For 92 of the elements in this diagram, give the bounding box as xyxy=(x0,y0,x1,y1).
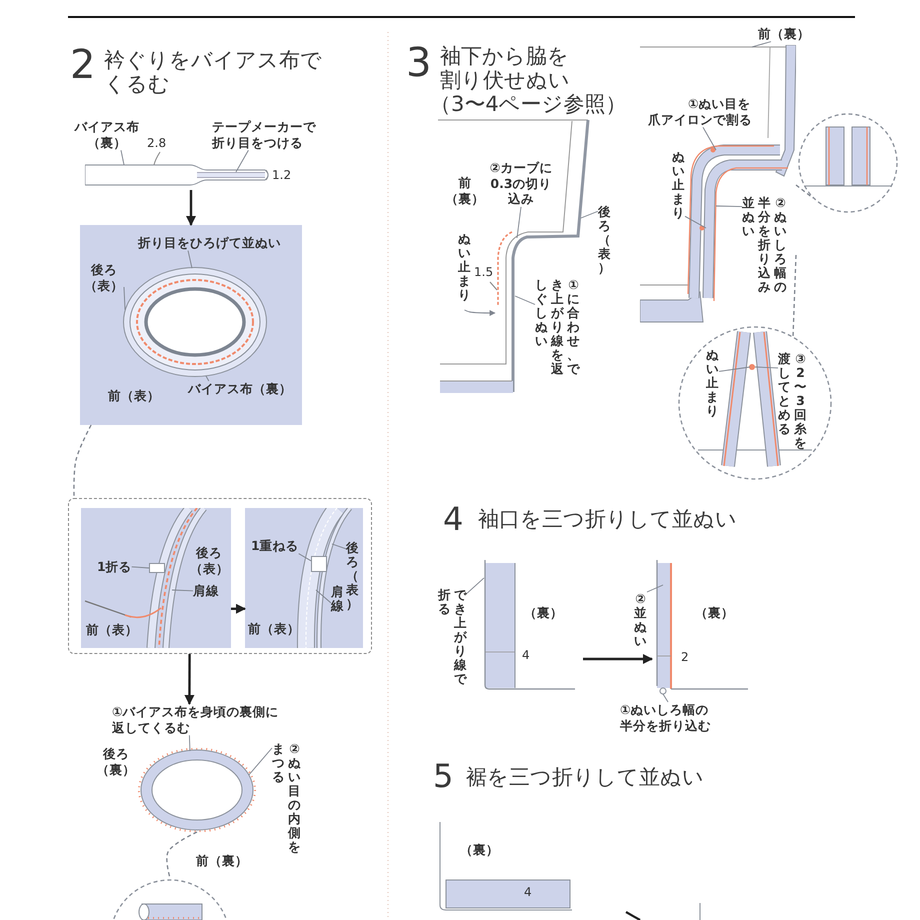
annotation-text: 1折る xyxy=(97,559,132,575)
part-label: 前（表） xyxy=(86,622,138,638)
annotation-text: 1重ねる xyxy=(251,538,299,554)
annotation-text: 後ろ（表） xyxy=(598,205,611,283)
connector xyxy=(206,375,210,382)
annotation-text: ①に合わせ、でき上がり線を返しぐしぬい xyxy=(535,278,580,384)
dimension-text: 4 xyxy=(524,885,532,900)
connector xyxy=(188,734,190,752)
leader-line xyxy=(316,590,332,604)
step-title: 袖口を三つ折りして並ぬい xyxy=(478,507,737,532)
annotation-text: 折り目をひろげて並ぬい xyxy=(138,235,281,251)
annotation-text: ①ぬい目を爪アイロンで割る xyxy=(648,96,758,128)
magnified-view-circle xyxy=(798,113,898,213)
magnifier-line xyxy=(73,424,92,498)
page-reference: （3〜4ページ参照） xyxy=(430,92,627,116)
connector xyxy=(131,566,150,568)
annotation-text: ぬい止まり xyxy=(458,232,471,310)
step-title: 衿ぐりをバイアス布でくるむ xyxy=(104,48,323,96)
annotation-text: バイアス布（裏） xyxy=(188,381,292,397)
part-label: （裏） xyxy=(695,605,734,621)
leader-line xyxy=(332,544,346,550)
leader-line xyxy=(718,366,750,372)
dimension-text: 2 xyxy=(681,650,689,665)
annotation-text: 前（裏） xyxy=(758,26,810,42)
magnifier-line xyxy=(796,184,814,199)
connector xyxy=(298,553,312,562)
step-number: 4 xyxy=(443,501,464,538)
leader-line xyxy=(716,206,742,208)
fabric-panel xyxy=(80,225,302,425)
connector xyxy=(248,748,272,776)
annotation-text: ③2〜3回糸を渡してとめる xyxy=(778,352,807,458)
step-title: 袖下から脇を割り伏せぬい xyxy=(440,44,571,92)
annotation-text: 肩線 xyxy=(331,585,344,621)
arrow xyxy=(186,190,196,226)
connector xyxy=(236,150,249,172)
annotation-text: ぬい止まり xyxy=(706,348,719,426)
bias-tape-ring-drawing xyxy=(123,267,267,377)
connector xyxy=(646,584,664,592)
arrow xyxy=(583,654,653,664)
folded-tab xyxy=(149,563,165,573)
fabric-panel xyxy=(81,508,231,648)
leader-line xyxy=(684,216,706,228)
annotation-text: ①ぬいしろ幅の半分を折り込む xyxy=(620,702,716,734)
annotation-text: 後ろ（表） xyxy=(84,262,124,294)
dimension-text: 1.2 xyxy=(272,168,292,183)
annotation-text: バイアス布（裏） xyxy=(72,119,142,150)
step-number: 2 xyxy=(70,42,96,88)
fabric-panel xyxy=(245,508,363,648)
annotation-text: ②ぬい目の内側をまつる xyxy=(272,742,301,862)
step-number: 3 xyxy=(406,40,432,86)
magnifier-line xyxy=(792,254,797,336)
connector xyxy=(466,578,484,594)
annotation-text: ②カーブに0.3の切り込み xyxy=(488,160,554,207)
dimension-text: 4 xyxy=(522,648,530,663)
annotation-text: ②ぬいしろ幅の半分を折り込み並ぬい xyxy=(742,196,787,302)
part-label: 前（表） xyxy=(248,621,300,637)
annotation-text: テープメーカーで折り目をつける xyxy=(212,119,316,150)
part-label: 前（裏） xyxy=(196,853,248,869)
leader-line xyxy=(172,590,194,592)
leader-line xyxy=(464,310,496,316)
connector xyxy=(662,694,668,702)
connector xyxy=(752,41,772,48)
magnifier-line xyxy=(166,831,198,878)
part-label: 前（表） xyxy=(108,388,160,404)
leader-line xyxy=(516,206,522,238)
leader-line xyxy=(514,296,536,305)
part-label: 後ろ（表） xyxy=(190,545,228,576)
arrow xyxy=(231,604,246,614)
connector xyxy=(188,250,192,269)
dashed-frame xyxy=(68,498,372,654)
part-label: （裏） xyxy=(524,605,563,621)
annotation-text: ②並ぬい xyxy=(634,592,647,656)
part-label: 後ろ（裏） xyxy=(96,746,136,778)
arrow xyxy=(184,654,194,705)
part-label: 前（裏） xyxy=(445,175,485,206)
annotation-text: ぬい止まり xyxy=(672,150,685,228)
leader-line xyxy=(702,126,716,150)
leader-line xyxy=(580,210,598,218)
connector xyxy=(124,286,126,310)
dimension-text: 1.5 xyxy=(474,265,494,280)
step-title: 裾を三つ折りして並ぬい xyxy=(466,765,704,790)
part-label: （裏） xyxy=(460,842,499,858)
step-number: 5 xyxy=(433,758,454,795)
dimension-text: 2.8 xyxy=(147,136,166,151)
connector xyxy=(120,150,124,166)
leader-line xyxy=(754,366,778,368)
overlap-tab xyxy=(311,556,327,572)
annotation-text: 後ろ（表） xyxy=(346,541,359,619)
annotation-text: ①バイアス布を身頃の裏側に返してくるむ xyxy=(112,704,284,736)
annotation-text: 肩線 xyxy=(193,583,219,599)
wrapped-neckline-drawing xyxy=(138,748,256,832)
annotation-text: でき上がり線で折る xyxy=(438,588,467,694)
